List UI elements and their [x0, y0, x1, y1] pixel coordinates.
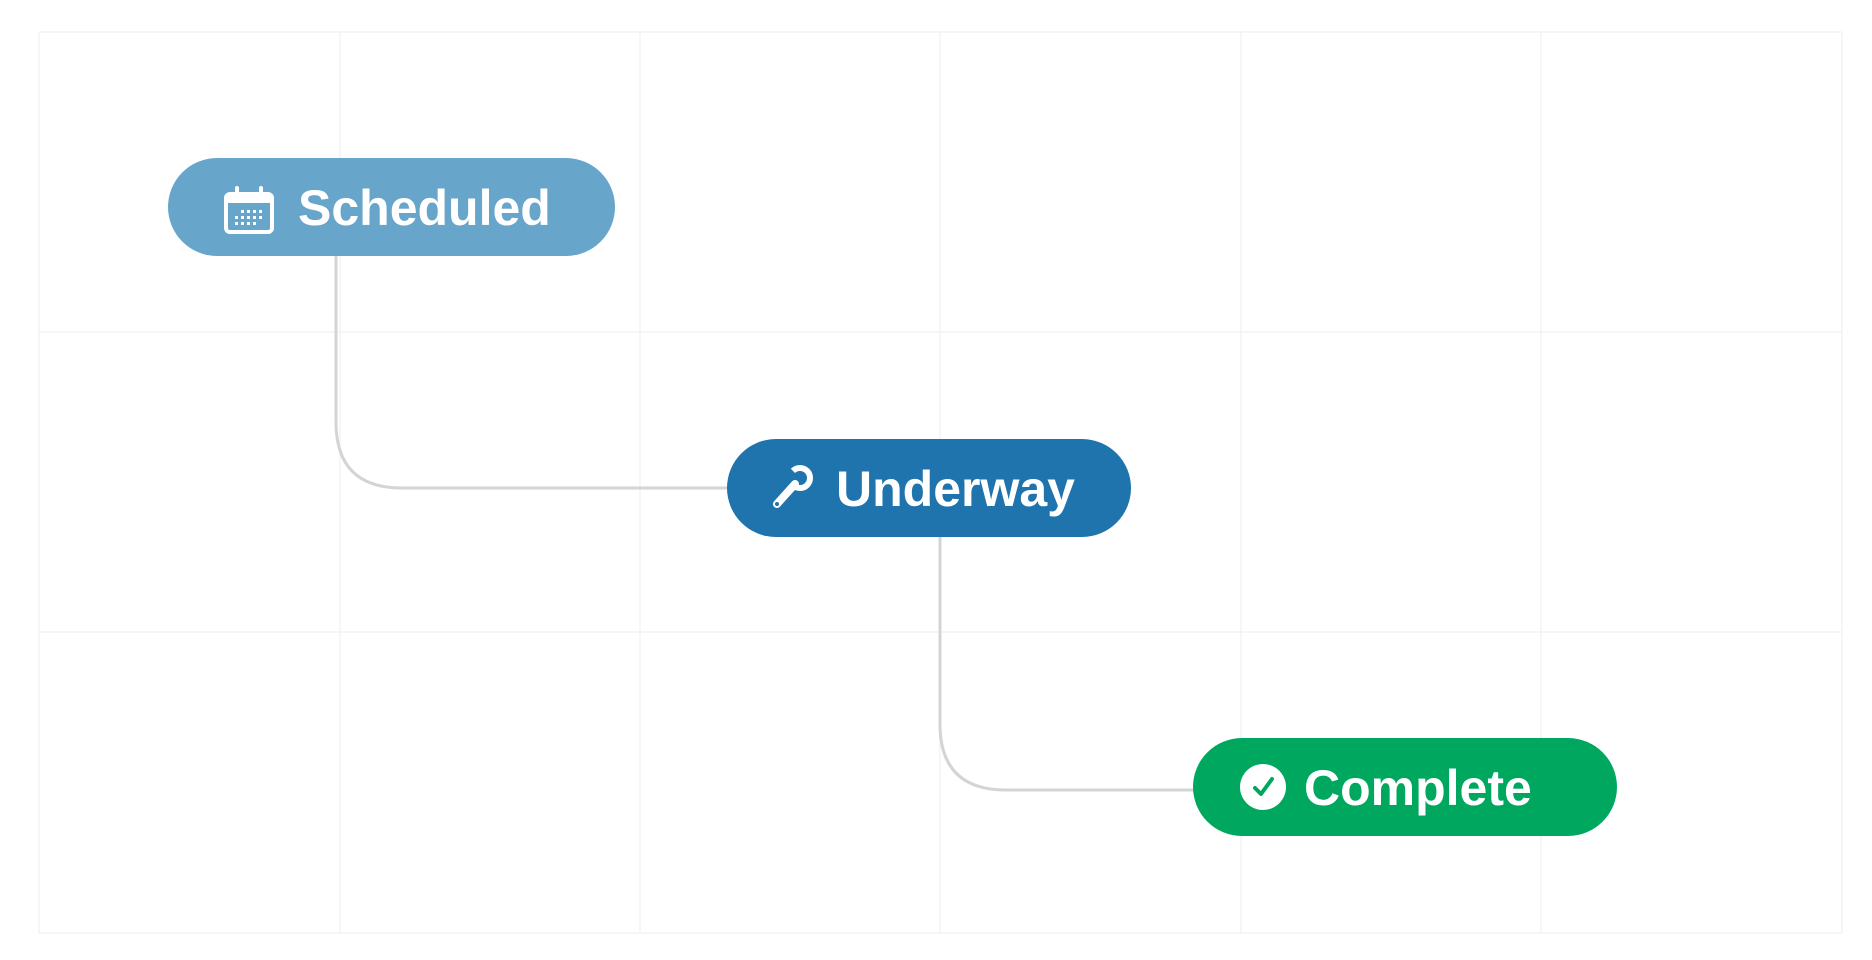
node-underway-label: Underway	[836, 461, 1075, 517]
node-scheduled[interactable]: Scheduled	[168, 158, 615, 256]
check-circle-icon	[1240, 764, 1286, 810]
node-complete[interactable]: Complete	[1193, 738, 1617, 836]
connector-scheduled-underway	[334, 254, 729, 490]
node-scheduled-pill	[168, 158, 615, 256]
wrench-icon	[773, 465, 813, 508]
node-underway-pill	[727, 439, 1131, 537]
node-underway[interactable]: Underway	[727, 439, 1131, 537]
node-complete-label: Complete	[1304, 760, 1532, 816]
node-complete-pill	[1193, 738, 1617, 836]
node-scheduled-label: Scheduled	[298, 180, 551, 236]
calendar-icon	[224, 186, 274, 234]
connector-underway-complete	[938, 535, 1195, 792]
